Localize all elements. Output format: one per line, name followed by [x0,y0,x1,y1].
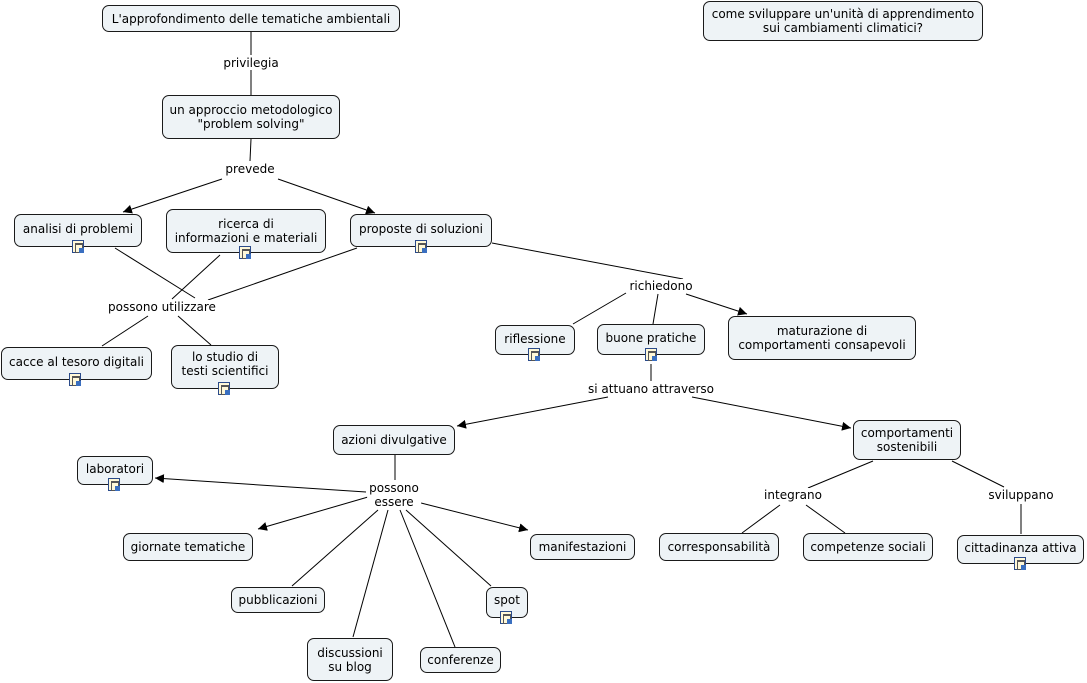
document-resource-icon[interactable] [1014,557,1026,570]
link-line [572,292,627,325]
concept-manifestazioni[interactable]: manifestazioni [530,534,635,560]
link-line [352,509,389,638]
concept-label: come sviluppare un'unità di apprendiment… [711,7,975,35]
concept-label: discussioni su blog [317,645,383,674]
link-line [171,254,221,300]
concept-label: ricerca di informazioni e materiali [174,217,318,245]
concept-giornate[interactable]: giornate tematiche [123,533,253,561]
concept-label: un approccio metodologico "problem solvi… [169,103,333,131]
concept-proposte[interactable]: proposte di soluzioni [350,214,492,247]
link-line [291,509,379,587]
link-line [249,138,252,162]
concept-label: cacce al tesoro digitali [9,355,144,369]
link-line [456,396,609,429]
concept-corresponsabilita[interactable]: corresponsabilità [659,533,779,561]
concept-approfondimento[interactable]: L'approfondimento delle tematiche ambien… [102,5,400,32]
document-resource-icon[interactable] [528,348,540,361]
concept-label: riflessione [504,332,566,346]
concept-discussioni[interactable]: discussioni su blog [307,638,393,681]
document-resource-icon[interactable] [500,611,512,624]
link-phrase-privilegia: privilegia [221,56,281,70]
link-phrase-integrano: integrano [762,488,824,502]
document-resource-icon[interactable] [218,382,230,395]
link-phrase-sviluppano: sviluppano [986,488,1056,502]
concept-label: conferenze [427,653,494,667]
link-phrase-possono-essere: possono essere [367,481,421,509]
concept-riflessione[interactable]: riflessione [495,325,575,355]
concept-spot[interactable]: spot [486,587,528,618]
concept-approccio[interactable]: un approccio metodologico "problem solvi… [162,95,340,139]
link-line [154,474,367,493]
concept-pubblicazioni[interactable]: pubblicazioni [231,587,325,613]
link-line [114,247,196,299]
concept-conferenze[interactable]: conferenze [420,647,501,673]
concept-label: buone pratiche [605,331,697,345]
document-resource-icon[interactable] [239,246,251,259]
concept-label: cittadinanza attiva [964,541,1077,555]
link-phrase-richiedono: richiedono [627,279,695,293]
concept-label: analisi di problemi [22,222,134,236]
link-line [101,315,149,347]
link-line [277,178,376,215]
document-resource-icon[interactable] [415,240,427,253]
concept-maturazione[interactable]: maturazione di comportamenti consapevoli [728,316,916,360]
link-line [741,504,781,534]
concept-analisi[interactable]: analisi di problemi [14,214,142,247]
concept-label: corresponsabilità [667,540,771,554]
link-line [652,293,659,325]
concept-azioni[interactable]: azioni divulgative [333,425,455,455]
link-phrase-possono-utilizzare: possono utilizzare [106,300,218,314]
document-resource-icon[interactable] [72,240,84,253]
document-resource-icon[interactable] [69,373,81,386]
concept-studio[interactable]: lo studio di testi scientifici [171,345,279,389]
concept-label: competenze sociali [810,540,926,554]
link-line [177,315,212,346]
document-resource-icon[interactable] [645,348,657,361]
link-phrase-prevede: prevede [223,162,277,176]
concept-label: giornate tematiche [130,540,246,554]
link-line [207,247,358,301]
link-line [805,504,846,534]
concept-label: maturazione di comportamenti consapevoli [738,324,906,352]
concept-label: lo studio di testi scientifici [181,350,269,378]
concept-comportamenti[interactable]: comportamenti sostenibili [853,420,961,460]
link-phrase-si-attuano: si attuano attraverso [586,382,716,396]
concept-label: proposte di soluzioni [359,222,483,236]
link-line [122,178,223,214]
link-line [257,496,369,531]
concept-label: laboratori [85,462,145,476]
link-line [951,460,1005,488]
link-line [420,502,529,533]
document-resource-icon[interactable] [108,478,120,491]
concept-competenze[interactable]: competenze sociali [803,533,933,561]
link-line [691,396,852,431]
concept-label: L'approfondimento delle tematiche ambien… [111,11,391,26]
concept-ricerca[interactable]: ricerca di informazioni e materiali [166,209,326,253]
concept-label: manifestazioni [538,540,627,554]
concept-label: pubblicazioni [238,593,318,607]
concept-label: comportamenti sostenibili [860,426,954,454]
concept-label: azioni divulgative [341,433,447,447]
link-line [405,509,492,587]
link-line [491,242,684,280]
link-line [399,509,456,648]
concept-come-sviluppare[interactable]: come sviluppare un'unità di apprendiment… [703,1,983,41]
link-line [685,293,748,316]
concept-label: spot [494,593,520,607]
link-line [807,460,874,489]
